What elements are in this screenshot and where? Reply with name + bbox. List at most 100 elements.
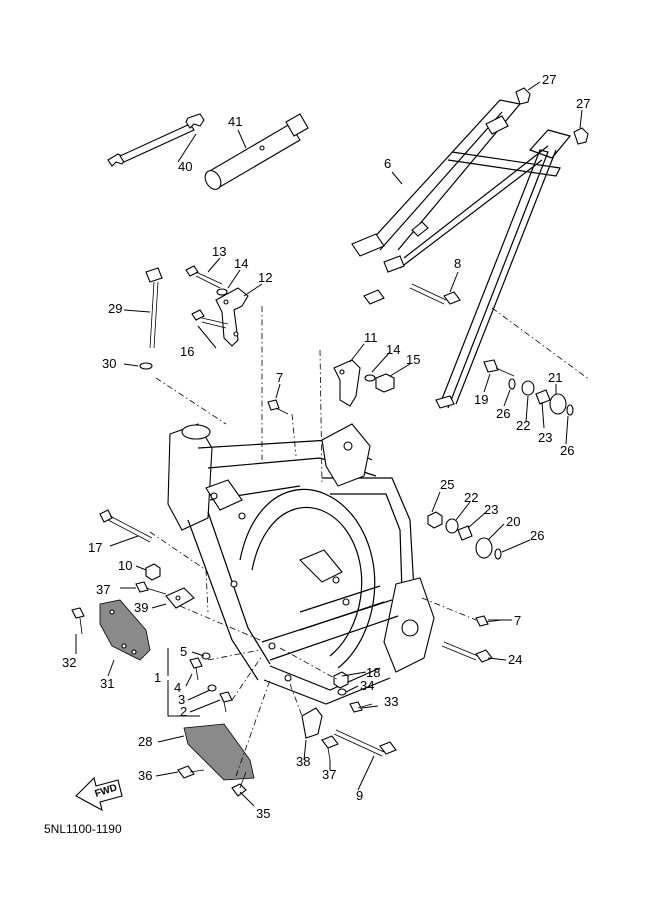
label-22a: 22: [516, 418, 530, 433]
cap-27a-part: [515, 87, 531, 105]
label-27a: 27: [542, 72, 556, 87]
bracket-38-part: [301, 707, 323, 739]
bolt-37a-part: [135, 581, 167, 595]
label-27b: 27: [576, 96, 590, 111]
bolt-2-part: [219, 691, 233, 713]
label-22b: 22: [464, 490, 478, 505]
bolt-16-part: [191, 309, 229, 329]
label-29: 29: [108, 301, 122, 316]
label-8: 8: [454, 256, 461, 271]
damper-21-part: [549, 393, 567, 415]
label-9: 9: [356, 788, 363, 803]
collar-23a-part: [535, 389, 551, 405]
bolt-7b-part: [475, 615, 503, 627]
washer-26c-part: [494, 548, 502, 560]
fwd-arrow-icon: FWD: [75, 776, 123, 812]
bracket-11-part: [333, 359, 361, 407]
label-39: 39: [134, 600, 148, 615]
label-35: 35: [256, 806, 270, 821]
bolt-4-part: [189, 657, 203, 681]
label-33: 33: [384, 694, 398, 709]
label-16: 16: [180, 344, 194, 359]
label-12: 12: [258, 270, 272, 285]
label-26b: 26: [560, 443, 574, 458]
bolt-35-part: [231, 771, 247, 797]
bolt-33-part: [349, 701, 373, 713]
washer-5-part: [201, 652, 211, 660]
part-labels: 1 2 3 4 5 6 7 7 8 9 10 11 12 13 14 14 15…: [62, 72, 590, 821]
guard-31-part: [99, 599, 151, 661]
label-3: 3: [178, 692, 185, 707]
o-ring-30-part: [139, 362, 153, 370]
label-34: 34: [360, 678, 374, 693]
label-26a: 26: [496, 406, 510, 421]
label-20: 20: [506, 514, 520, 529]
bolt-24-part: [441, 641, 493, 663]
label-37a: 37: [96, 582, 110, 597]
label-31: 31: [100, 676, 114, 691]
socket-wrench-part: [204, 113, 309, 190]
label-7b: 7: [514, 613, 521, 628]
nut-25-part: [427, 511, 443, 529]
label-36: 36: [138, 768, 152, 783]
label-24: 24: [508, 652, 522, 667]
label-26c: 26: [530, 528, 544, 543]
label-14b: 14: [386, 342, 400, 357]
label-41: 41: [228, 114, 242, 129]
cap-27b-part: [573, 127, 589, 145]
washer-14a-part: [216, 288, 228, 296]
bracket-39-part: [165, 587, 195, 609]
label-37b: 37: [322, 767, 336, 782]
dipstick-29-part: [145, 267, 163, 349]
label-17: 17: [88, 540, 102, 555]
label-23a: 23: [538, 430, 552, 445]
label-4: 4: [174, 680, 181, 695]
bolt-13-part: [185, 265, 223, 289]
nut-18-part: [333, 671, 349, 689]
skid-plate-28-part: [183, 723, 255, 781]
label-25: 25: [440, 477, 454, 492]
collar-22a-part: [521, 380, 535, 396]
bolt-37b-part: [321, 735, 339, 761]
label-28: 28: [138, 734, 152, 749]
label-23b: 23: [484, 502, 498, 517]
label-13: 13: [212, 244, 226, 259]
nut-10-part: [145, 563, 161, 581]
bolt-36-part: [177, 765, 205, 779]
label-32: 32: [62, 655, 76, 670]
label-19: 19: [474, 392, 488, 407]
label-14a: 14: [234, 256, 248, 271]
bolt-19-part: [483, 359, 515, 377]
label-11: 11: [364, 330, 378, 345]
label-30: 30: [102, 356, 116, 371]
bolt-9-part: [333, 729, 397, 757]
label-38: 38: [296, 754, 310, 769]
wrench-part: [107, 113, 205, 167]
label-15: 15: [406, 352, 420, 367]
label-2: 2: [180, 704, 187, 719]
label-18: 18: [366, 665, 380, 680]
washer-26b-part: [566, 404, 574, 416]
washer-34-part: [337, 688, 347, 696]
label-21: 21: [548, 370, 562, 385]
nut-15-part: [375, 373, 395, 393]
washer-3-part: [207, 684, 217, 692]
bolt-17-part: [99, 509, 153, 543]
leader-lines: [75, 81, 591, 807]
bolt-8-part: [409, 283, 461, 305]
label-10: 10: [118, 558, 132, 573]
washer-14b-part: [364, 374, 376, 382]
washer-26a-part: [508, 378, 516, 390]
collar-22b-part: [445, 518, 459, 534]
damper-20-part: [475, 537, 493, 559]
bolt-32-part: [71, 607, 85, 635]
label-1: 1: [154, 670, 161, 685]
bolt-7a-part: [267, 399, 289, 415]
bracket-12-part: [215, 287, 249, 347]
rear-subframe-part: [351, 99, 572, 409]
label-5: 5: [180, 644, 187, 659]
main-frame-part: [167, 423, 435, 705]
label-6: 6: [384, 156, 391, 171]
label-7a: 7: [276, 370, 283, 385]
